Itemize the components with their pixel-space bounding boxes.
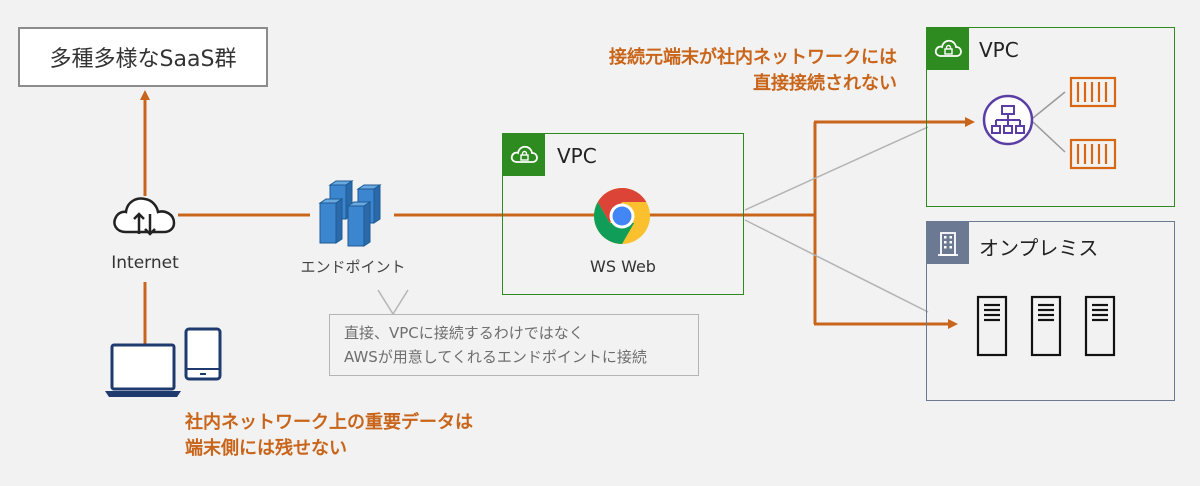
fan-line-upper <box>744 126 929 211</box>
endpoint-note: 直接、VPCに接続するわけではなく AWSが用意してくれるエンドポイントに接続 <box>329 314 699 376</box>
saas-label: 多種多様なSaaS群 <box>49 47 237 72</box>
server-icon <box>1030 295 1062 357</box>
server-icon <box>1084 295 1116 357</box>
wsweb-label: WS Web <box>590 257 656 276</box>
note-line-2: AWSが用意してくれるエンドポイントに接続 <box>344 348 647 366</box>
vpc-right-group: VPC <box>926 27 1175 207</box>
load-balancer-icon <box>982 94 1034 146</box>
tablet-icon <box>184 327 222 381</box>
devices <box>105 327 222 397</box>
lb-container-group <box>982 76 1117 170</box>
onprem-group: オンプレミス <box>926 221 1175 401</box>
chrome-browser-icon <box>593 188 650 244</box>
vpc-cloud-lock-icon <box>927 28 969 70</box>
callout-top-line-1: 接続元端末が社内ネットワークには <box>609 47 897 68</box>
onprem-title: オンプレミス <box>979 236 1099 260</box>
laptop-icon <box>105 343 181 397</box>
callout-bottom-line-1: 社内ネットワーク上の重要データは <box>185 412 473 433</box>
vpc-cloud-lock-icon <box>503 134 545 176</box>
vpc-center-group: VPC WS Web <box>502 133 744 295</box>
callout-bottom-line-2: 端末側には残せない <box>185 438 347 459</box>
note-pointer <box>377 289 394 315</box>
endpoint-label: エンドポイント <box>300 258 406 276</box>
saas-box: 多種多様なSaaS群 <box>18 27 268 87</box>
vpc-center-title: VPC <box>557 144 597 168</box>
fan-line-lower <box>744 219 929 313</box>
container-icon <box>1069 138 1117 170</box>
server-group <box>976 295 1116 357</box>
internet-label: Internet <box>111 253 179 273</box>
note-line-1: 直接、VPCに接続するわけではなく <box>344 324 584 342</box>
server-icon <box>976 295 1008 357</box>
vpc-right-title: VPC <box>979 38 1019 62</box>
endpoint-cubes-icon <box>318 180 382 247</box>
note-pointer-return <box>392 289 409 315</box>
cloud-upload-download-icon <box>113 197 176 236</box>
callout-bottom: 社内ネットワーク上の重要データは 端末側には残せない <box>185 410 545 462</box>
callout-top: 接続元端末が社内ネットワークには 直接接続されない <box>560 45 897 97</box>
container-icon <box>1069 76 1117 108</box>
building-icon <box>927 222 969 264</box>
callout-top-line-2: 直接接続されない <box>753 73 897 94</box>
